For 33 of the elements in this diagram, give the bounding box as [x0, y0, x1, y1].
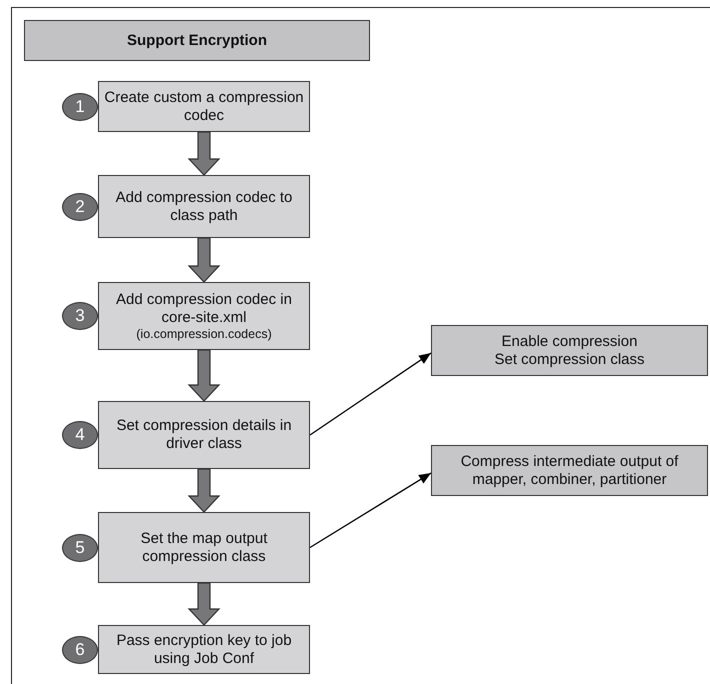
- step-number-circle: 5: [62, 534, 98, 562]
- step-number-circle: 3: [62, 302, 98, 330]
- config-key: (io.compression.codecs): [136, 326, 272, 342]
- process-box: [98, 175, 310, 238]
- step-number-circle: 6: [62, 636, 98, 664]
- process-box: [98, 282, 310, 350]
- block-arrow: [188, 131, 220, 176]
- box-text: Create custom a compression codec: [103, 88, 305, 124]
- block-arrow: [188, 349, 220, 402]
- box-text: Enable compression: [502, 332, 638, 350]
- box-text: Set compression class: [494, 350, 645, 368]
- process-box: [98, 401, 310, 469]
- box-text: Compress intermediate output of mapper, combiner, partitioner: [460, 452, 680, 488]
- arrow: [310, 352, 432, 436]
- box-text: Pass encryption key to job using Job Conf: [115, 632, 293, 668]
- note-box: [431, 325, 708, 376]
- title-box: [24, 20, 370, 61]
- step-number-circle: 4: [62, 421, 98, 449]
- process-box: [98, 625, 310, 674]
- note-box: [431, 445, 708, 496]
- arrow: [310, 472, 432, 548]
- block-arrow: [188, 237, 220, 283]
- process-box: [98, 512, 310, 583]
- step-number-circle: 2: [62, 193, 98, 221]
- block-arrow: [188, 468, 220, 513]
- box-text: Set compression details in driver class: [115, 417, 293, 453]
- process-box: [98, 81, 310, 132]
- box-text: Add compression codec in core-site.xml: [115, 290, 293, 326]
- box-text: Support Encryption: [127, 32, 267, 50]
- box-text: Add compression codec to class path: [114, 188, 294, 224]
- box-text: Set the map output compression class: [140, 530, 268, 566]
- step-number-circle: 1: [62, 93, 98, 121]
- block-arrow: [188, 582, 220, 626]
